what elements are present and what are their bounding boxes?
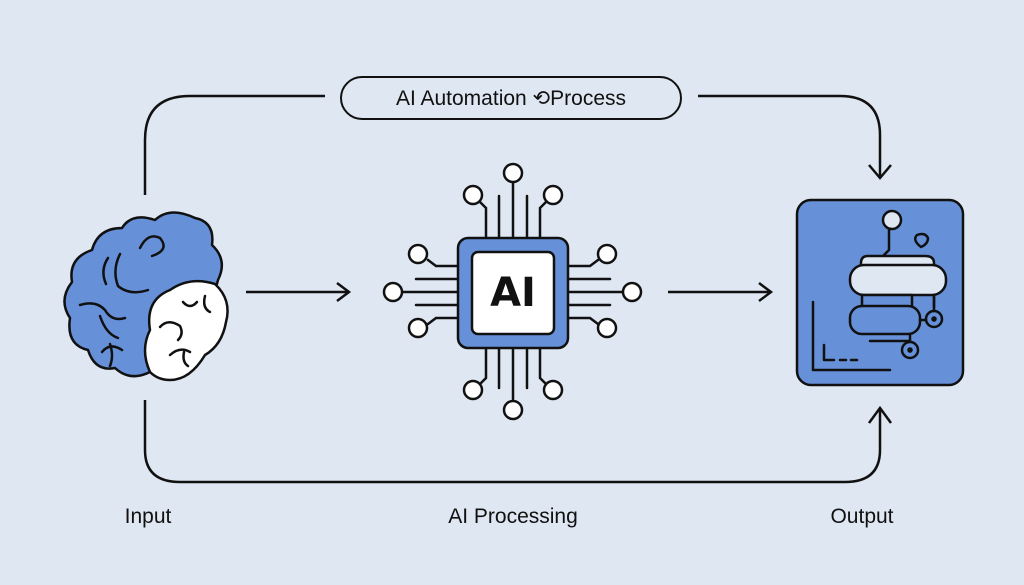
arrow-processing-to-output <box>668 282 774 302</box>
ai-chip-icon <box>382 162 643 421</box>
bottom-loop-arrowhead-icon <box>867 405 893 424</box>
bottom-loop-line <box>143 400 882 484</box>
arrow-input-to-processing <box>246 282 352 302</box>
top-loop-arrowhead-icon <box>868 164 892 180</box>
output-machine-icon <box>795 198 965 387</box>
stage-label-output: Output <box>830 505 894 528</box>
brain-icon <box>63 211 229 382</box>
stage-label-ai-processing: AI Processing <box>448 505 578 528</box>
stage-label-input: Input <box>124 505 172 528</box>
top-loop-right-line <box>698 94 882 178</box>
chip-label: AI <box>490 270 536 316</box>
diagram-title-text: AI Automation ⟲Process <box>395 86 627 110</box>
diagram-title: AI Automation ⟲Process <box>340 76 682 120</box>
top-loop-left-line <box>143 94 325 195</box>
